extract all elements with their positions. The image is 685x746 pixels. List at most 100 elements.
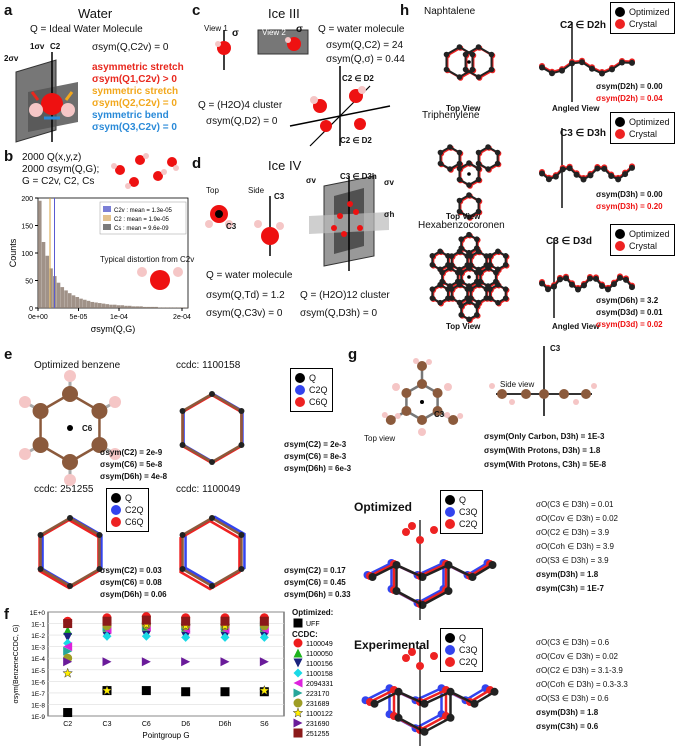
panel-label-f: f: [4, 606, 9, 623]
angled-atom: [589, 65, 595, 72]
sym-value: σO(Cσv ∈ D3h) = 0.02: [536, 652, 618, 661]
side-label: Side: [248, 186, 265, 195]
angled-atom: [608, 173, 615, 180]
triphenylene-angled-view: [539, 128, 635, 208]
ice4-cluster-illustration: [309, 175, 389, 271]
carbon-atom: [502, 262, 509, 268]
ice4-top-view: [205, 205, 233, 228]
histogram-bar: [68, 293, 72, 308]
carbon-atom: [495, 281, 501, 288]
g-legend: Q C3Q C2Q: [440, 490, 483, 534]
experimental-values: σO(C3 ∈ D3h) = 0.6 σO(Cσv ∈ D3h) = 0.02 σO…: [536, 638, 628, 736]
sym-value: σsym(D3h) = 0.20: [596, 202, 663, 211]
legend-entry: C2 : mean = 1.9e-05: [114, 217, 170, 223]
legend-marker: [293, 618, 303, 628]
sym-value: σO(Cσv ∈ D3h) = 0.02: [536, 514, 618, 523]
data-point: [259, 632, 269, 642]
water-axis-label: 2σv: [4, 54, 19, 63]
histogram-bar: [98, 303, 102, 308]
carbon-atom: [238, 532, 245, 538]
histogram-bar: [161, 307, 166, 308]
legend-marker: [293, 698, 303, 708]
angled-atom: [629, 59, 635, 66]
x-tick-label: 0e+00: [28, 314, 48, 321]
carbon-atom: [445, 295, 451, 301]
overlay-atom: [402, 528, 410, 536]
carbon-atom: [456, 74, 463, 80]
carbon-atom: [495, 299, 501, 306]
hydrogen-atom: [18, 396, 31, 408]
histogram-bar: [94, 302, 98, 308]
c2-axis-label: C2 ∈ D2: [342, 74, 374, 83]
angled-atom: [629, 284, 635, 291]
angled-atom: [575, 286, 581, 293]
sym-value: σO(C3 ∈ D3h) = 0.6: [536, 638, 610, 647]
axis-label: C3 ∈ D3d: [546, 236, 592, 247]
h-legend: Optimized Crystal: [610, 2, 675, 34]
sym-value: σO(Cσh ∈ D3h) = 0.3-3.3: [536, 680, 628, 689]
histogram-bar: [79, 298, 83, 308]
water-molecule-illustration: [15, 52, 78, 143]
x-tick-label: C2: [63, 721, 72, 728]
scatter-chart: 1E-91E-81E-71E-61E-51E-41E-31E-21E-11E+0…: [13, 610, 285, 740]
triphenylene-top-view: [437, 144, 502, 221]
histogram-bar: [169, 307, 173, 308]
benzene-title: Optimized benzene: [34, 360, 121, 371]
overlay-bond: [371, 563, 398, 579]
legend-entry: 223170: [306, 691, 329, 698]
c2-axis-label: C2 ∈ D2: [340, 136, 372, 145]
ice4-cluster: Q = (H2O)12 cluster: [300, 290, 390, 301]
carbon-atom: [437, 266, 443, 273]
overlay-atom: [446, 713, 455, 722]
angled-atom: [569, 60, 575, 67]
histogram-bar: [90, 301, 95, 308]
y-tick-label: 1E+0: [30, 610, 46, 617]
angled-atom: [549, 70, 555, 77]
angled-atom: [539, 280, 545, 287]
y-tick-label: 0: [29, 306, 33, 313]
sym-value: σsym(D6h) = 0.06: [100, 590, 167, 599]
legend-entry: 1100049: [306, 641, 333, 648]
overlay-atom: [408, 648, 416, 656]
carbon-atom: [443, 66, 450, 73]
data-point: [141, 631, 151, 641]
ice4-cluster-eq: σsym(Q,D3h) = 0: [300, 308, 378, 319]
legend-marker: [293, 668, 303, 678]
benzene-title: ccdc: 1100049: [176, 484, 241, 495]
angled-atom: [545, 176, 552, 183]
ice3-view1: [215, 30, 231, 70]
hydrogen-atom: [394, 413, 401, 419]
angled-atom: [563, 275, 569, 282]
overlay-atom: [420, 727, 429, 736]
carbon-atom: [448, 415, 459, 425]
experimental-overlay-structure: [361, 646, 499, 746]
hydrogen-atom: [18, 448, 31, 460]
angled-atom: [539, 170, 545, 177]
carbon-atom: [445, 262, 451, 268]
overlay-atom: [490, 687, 499, 696]
histogram-bar: [176, 307, 181, 308]
sym-value: σsym(D6h) = 0.33: [284, 590, 351, 599]
hydrogen-atom: [173, 267, 183, 277]
x-tick-label: 1e-04: [110, 314, 128, 321]
carbon-atom: [62, 386, 78, 402]
y-tick-label: 1E-4: [31, 656, 45, 663]
overlay-atom: [394, 687, 403, 696]
water-axis-label: C2: [50, 42, 61, 51]
legend-marker: [293, 728, 303, 738]
y-axis-label: Counts: [8, 238, 18, 267]
x-tick-label: D6h: [219, 721, 232, 728]
overlay-atom: [408, 522, 416, 530]
ice4-eq: σsym(Q,C3v) = 0: [206, 308, 283, 319]
carbon-atom: [238, 408, 245, 414]
naphthalene-angled-view: [539, 22, 635, 102]
angled-atom: [611, 281, 617, 288]
legend-marker: [293, 718, 303, 728]
legend-swatch: [103, 215, 111, 221]
g-legend: Q C3Q C2Q: [440, 628, 483, 672]
b-line: 2000 σsym(Q,G);: [22, 164, 100, 175]
data-point: [181, 632, 191, 642]
hydrogen-atom: [457, 413, 464, 419]
